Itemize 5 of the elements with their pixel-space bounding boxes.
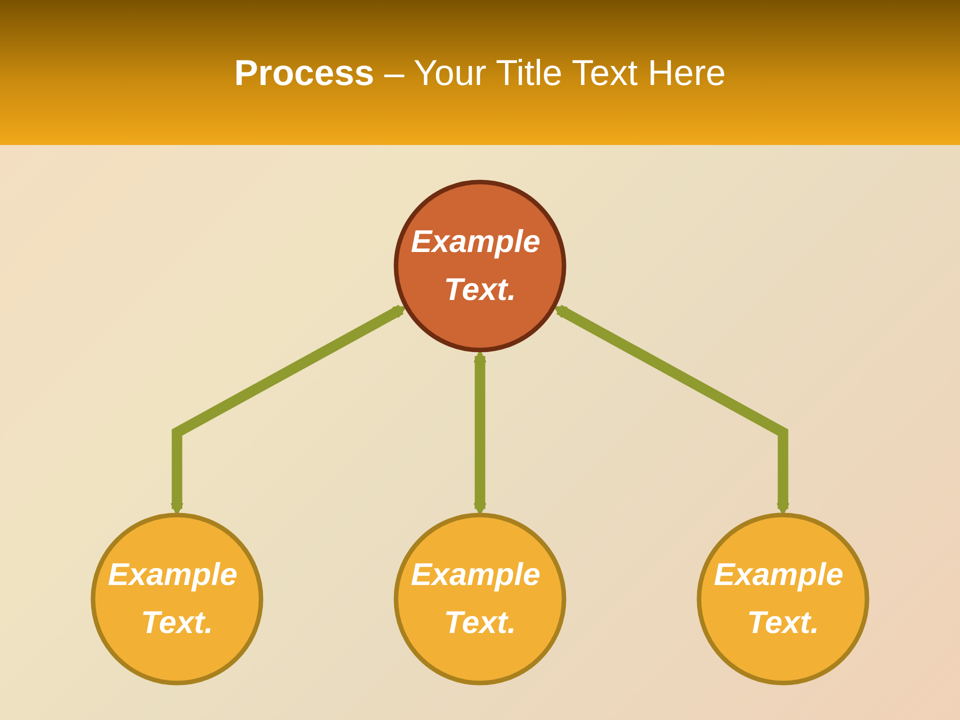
node-circle: Example Text. — [394, 512, 566, 686]
node-circle: Example Text. — [696, 512, 870, 686]
slide-title: Process – Your Title Text Here — [234, 52, 726, 94]
node-circle: Example Text. — [90, 512, 264, 686]
node-circle: Example Text. — [394, 180, 566, 352]
